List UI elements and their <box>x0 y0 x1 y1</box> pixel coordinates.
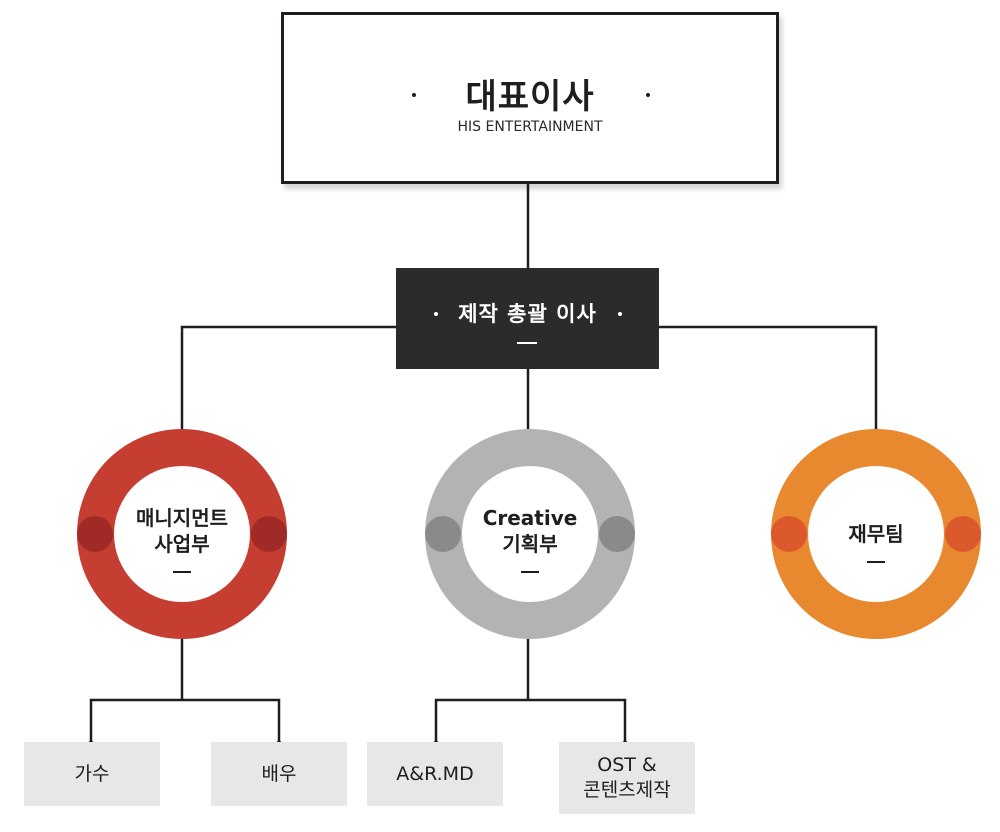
team-ost-content: OST & 콘텐츠제작 <box>559 742 695 814</box>
ring-center <box>114 466 250 602</box>
team-label: 콘텐츠제작 <box>583 779 671 801</box>
ring-center <box>808 466 944 602</box>
department-label: 재무팀 <box>848 522 904 546</box>
ring-knob <box>425 516 461 552</box>
bullet-dot <box>412 93 416 97</box>
bullet-dot <box>618 312 622 316</box>
department-label: 매니지먼트 <box>136 506 228 530</box>
department-label: Creative <box>482 506 578 530</box>
department-label: 기획부 <box>502 532 558 556</box>
team-singer: 가수 <box>24 742 160 806</box>
team-ar-md: A&R.MD <box>367 742 503 806</box>
team-label: 가수 <box>74 762 110 785</box>
ring-knob <box>77 516 113 552</box>
department-finance: 재무팀 <box>771 429 981 639</box>
department-label: 사업부 <box>154 532 210 556</box>
department-dash <box>867 561 885 563</box>
department-creative: Creative 기획부 <box>425 429 635 639</box>
team-label: OST & <box>597 754 657 776</box>
team-label: A&R.MD <box>396 762 474 785</box>
producer-dash <box>517 342 537 344</box>
ceo-subtitle: HIS ENTERTAINMENT <box>457 119 603 135</box>
ring-center <box>462 466 598 602</box>
department-management: 매니지먼트 사업부 <box>77 429 287 639</box>
producer-box: 제작 총괄 이사 <box>396 268 659 369</box>
team-actor: 배우 <box>211 742 347 806</box>
ring-knob <box>599 516 635 552</box>
bullet-dot <box>646 93 650 97</box>
ring-knob <box>771 516 807 552</box>
department-dash <box>173 571 191 573</box>
ring-knob <box>251 516 287 552</box>
department-dash <box>521 571 539 573</box>
bullet-dot <box>434 312 438 316</box>
ceo-title: 대표이사 <box>465 77 595 117</box>
ceo-box: 대표이사 HIS ENTERTAINMENT <box>281 12 779 184</box>
team-label: 배우 <box>261 762 297 785</box>
producer-title: 제작 총괄 이사 <box>458 302 597 326</box>
ring-knob <box>945 516 981 552</box>
